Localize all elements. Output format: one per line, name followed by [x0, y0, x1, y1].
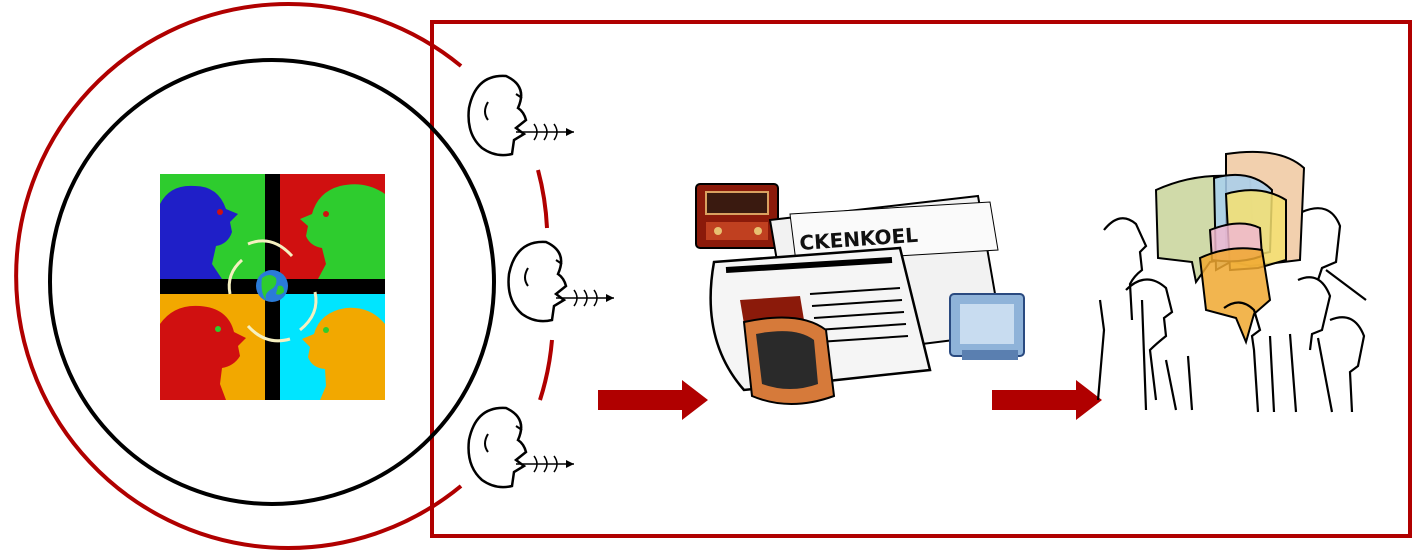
crowd-discussion-icon: [1096, 150, 1367, 413]
speaking-head-icon: [507, 240, 614, 323]
outer-circle-arc-inner: [538, 339, 554, 401]
speaking-head-icon: [467, 406, 574, 489]
people-exchange-icon: [160, 174, 385, 400]
flow-arrow: [598, 380, 708, 420]
media-frame: [430, 20, 1412, 538]
flow-arrow: [992, 380, 1102, 420]
outer-circle-arc-inner: [536, 169, 549, 229]
media-collection-icon: [695, 183, 1025, 405]
inner-circle: [48, 58, 496, 506]
outer-circle: [14, 2, 463, 550]
speaking-head-icon: [467, 74, 574, 157]
